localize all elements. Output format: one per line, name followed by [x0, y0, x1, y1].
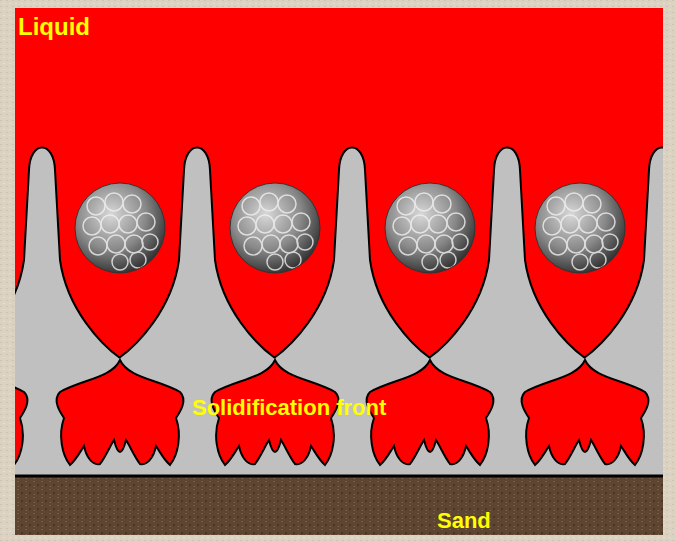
band-label: Sand: [437, 509, 491, 533]
sand-band: Sand: [15, 478, 663, 535]
front-label: Solidification front: [192, 396, 386, 420]
liquid-label: Liquid: [18, 14, 90, 40]
